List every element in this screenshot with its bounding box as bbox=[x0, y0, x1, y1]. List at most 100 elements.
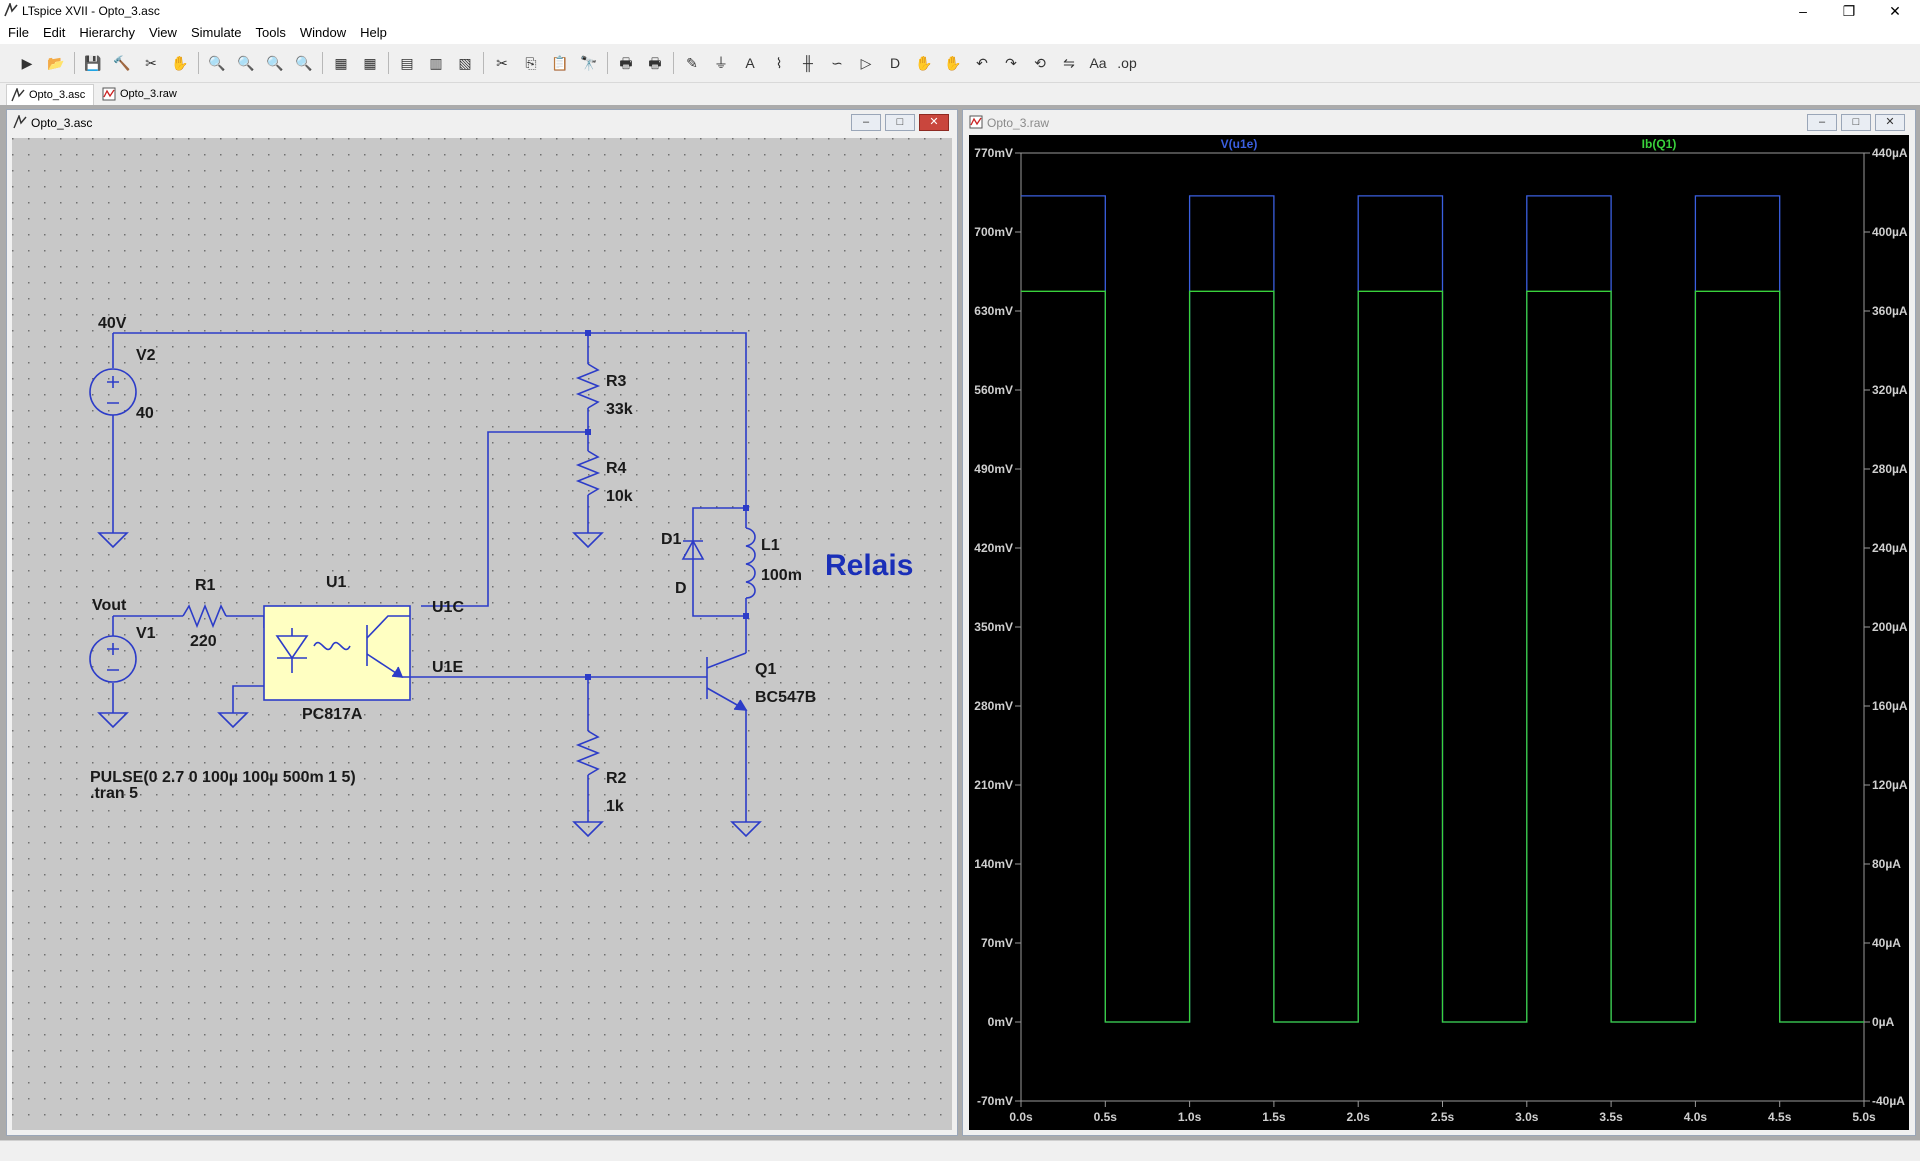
halt-button[interactable]: ✂ bbox=[138, 50, 164, 76]
spice-directive-button[interactable]: .op bbox=[1114, 50, 1140, 76]
resistor-r1[interactable] bbox=[182, 603, 227, 629]
save-button[interactable]: 💾 bbox=[80, 50, 106, 76]
redo-icon: ↷ bbox=[1005, 55, 1017, 71]
restore-window-button[interactable]: ❐ bbox=[1826, 0, 1872, 22]
wires bbox=[112, 332, 747, 822]
tile-horizontal-icon: ▤ bbox=[400, 55, 414, 71]
wire-icon: ✎ bbox=[686, 55, 698, 71]
tile-horizontal-button[interactable]: ▤ bbox=[394, 50, 420, 76]
mark-button[interactable]: ▦ bbox=[357, 50, 383, 76]
series-line-ib-q1[interactable] bbox=[1021, 290, 1864, 1023]
rotate-button[interactable]: ⟲ bbox=[1027, 50, 1053, 76]
diode-button[interactable]: ▷ bbox=[853, 50, 879, 76]
trace-label-ib-q1[interactable]: Ib(Q1) bbox=[1642, 137, 1677, 151]
waveform-minimize-button[interactable]: – bbox=[1807, 114, 1837, 131]
zoom-cancel-icon: 🔍 bbox=[295, 55, 313, 71]
control-panel-button[interactable]: 🔨 bbox=[109, 50, 135, 76]
label-net-button[interactable]: A bbox=[737, 50, 763, 76]
minimize-window-button[interactable]: – bbox=[1780, 0, 1826, 22]
optocoupler-u1[interactable] bbox=[263, 605, 411, 701]
zoom-in-button[interactable]: 🔍 bbox=[204, 50, 230, 76]
tab-opto3-raw[interactable]: Opto_3.raw bbox=[98, 84, 185, 104]
schematic-minimize-button[interactable]: – bbox=[851, 114, 881, 131]
pan-icon: ✋ bbox=[171, 55, 189, 71]
cut-button[interactable]: ✂ bbox=[489, 50, 515, 76]
tab-label: Opto_3.asc bbox=[29, 89, 86, 101]
tile-vertical-button[interactable]: ▥ bbox=[423, 50, 449, 76]
undo-button[interactable]: ↶ bbox=[969, 50, 995, 76]
x-tick-label: 4.5s bbox=[1768, 1110, 1792, 1124]
y-right-tick-label: 40µA bbox=[1872, 936, 1901, 950]
inductor-icon: ∽ bbox=[831, 55, 843, 71]
menu-help[interactable]: Help bbox=[360, 25, 387, 40]
schematic-close-button[interactable]: ✕ bbox=[919, 114, 949, 131]
pulse-directive[interactable]: PULSE(0 2.7 0 100µ 100µ 500m 1 5) bbox=[90, 769, 356, 786]
x-tick-label: 0.0s bbox=[1009, 1110, 1033, 1124]
component-button[interactable]: D bbox=[882, 50, 908, 76]
diode-d1[interactable] bbox=[681, 539, 705, 563]
find-button[interactable]: 🔭 bbox=[576, 50, 602, 76]
mirror-button[interactable]: ⇋ bbox=[1056, 50, 1082, 76]
ground-button[interactable]: ⏚ bbox=[708, 50, 734, 76]
move-button[interactable]: ✋ bbox=[911, 50, 937, 76]
resistor-r3[interactable] bbox=[575, 363, 601, 409]
restore-icon: ❐ bbox=[1842, 3, 1856, 19]
wire-button[interactable]: ✎ bbox=[679, 50, 705, 76]
pan-button[interactable]: ✋ bbox=[167, 50, 193, 76]
menu-file[interactable]: File bbox=[8, 25, 29, 40]
voltage-source-v1[interactable] bbox=[89, 635, 137, 683]
y-left-tick-label: 630mV bbox=[974, 304, 1013, 318]
text-button[interactable]: Aa bbox=[1085, 50, 1111, 76]
l1-name: L1 bbox=[761, 537, 780, 554]
menu-bar: File Edit Hierarchy View Simulate Tools Window… bbox=[0, 22, 1920, 44]
schematic-maximize-button[interactable]: □ bbox=[885, 114, 915, 131]
redo-button[interactable]: ↷ bbox=[998, 50, 1024, 76]
menu-simulate[interactable]: Simulate bbox=[190, 25, 242, 40]
trace-label-v-u1e[interactable]: V(u1e) bbox=[1221, 137, 1258, 151]
y-left-tick-label: 420mV bbox=[974, 541, 1013, 555]
inductor-button[interactable]: ∽ bbox=[824, 50, 850, 76]
zoom-out-icon: 🔍 bbox=[266, 55, 284, 71]
menu-window[interactable]: Window bbox=[299, 25, 347, 40]
zoom-out-button[interactable]: 🔍 bbox=[262, 50, 288, 76]
zoom-cancel-button[interactable]: 🔍 bbox=[291, 50, 317, 76]
waveform-plot[interactable]: 770mV700mV630mV560mV490mV420mV350mV280mV… bbox=[969, 135, 1909, 1130]
menu-hierarchy[interactable]: Hierarchy bbox=[79, 25, 135, 40]
voltage-source-v2[interactable] bbox=[89, 368, 137, 416]
tran-directive[interactable]: .tran 5 bbox=[90, 785, 138, 802]
capacitor-button[interactable]: ╫ bbox=[795, 50, 821, 76]
schematic-canvas[interactable]: 40V V2 40 R3 33k R4 10k D1 D L1 100m Vou… bbox=[12, 138, 952, 1130]
zoom-fit-button[interactable]: 🔍 bbox=[233, 50, 259, 76]
menu-edit[interactable]: Edit bbox=[42, 25, 66, 40]
tab-opto3-asc[interactable]: Opto_3.asc bbox=[6, 84, 95, 105]
inductor-l1[interactable] bbox=[745, 527, 756, 599]
drag-button[interactable]: ✋ bbox=[940, 50, 966, 76]
schematic-icon bbox=[13, 115, 27, 129]
transistor-q1[interactable] bbox=[706, 652, 748, 722]
resistor-r2[interactable] bbox=[575, 730, 601, 776]
paste-button[interactable]: 📋 bbox=[547, 50, 573, 76]
y-right-tick-label: 400µA bbox=[1872, 225, 1908, 239]
y-right-tick-label: 80µA bbox=[1872, 857, 1901, 871]
print-button[interactable]: 🖶 bbox=[613, 50, 639, 76]
y-left-tick-label: 280mV bbox=[974, 699, 1013, 713]
copy-button[interactable]: ⎘ bbox=[518, 50, 544, 76]
resistor-r4[interactable] bbox=[575, 450, 601, 496]
close-window-button[interactable]: ✕ bbox=[1872, 0, 1918, 22]
schematic-window-caption: Opto_3.asc – □ ✕ bbox=[7, 110, 957, 134]
menu-view[interactable]: View bbox=[148, 25, 177, 40]
net-label-u1c: U1C bbox=[432, 599, 464, 616]
resistor-button[interactable]: ⌇ bbox=[766, 50, 792, 76]
print-preview-button[interactable]: 🖶 bbox=[642, 50, 668, 76]
cascade-button[interactable]: ▧ bbox=[452, 50, 478, 76]
open-button[interactable]: 📂 bbox=[43, 50, 69, 76]
waveform-close-button[interactable]: ✕ bbox=[1875, 114, 1905, 131]
run-button[interactable]: ▶ bbox=[14, 50, 40, 76]
menu-tools[interactable]: Tools bbox=[255, 25, 286, 40]
waveform-maximize-button[interactable]: □ bbox=[1841, 114, 1871, 131]
autorange-button[interactable]: ▦ bbox=[328, 50, 354, 76]
toolbar-separator bbox=[322, 52, 323, 74]
schematic-grid bbox=[12, 138, 952, 1130]
cut-icon: ✂ bbox=[496, 55, 508, 71]
run-icon: ▶ bbox=[21, 55, 33, 71]
